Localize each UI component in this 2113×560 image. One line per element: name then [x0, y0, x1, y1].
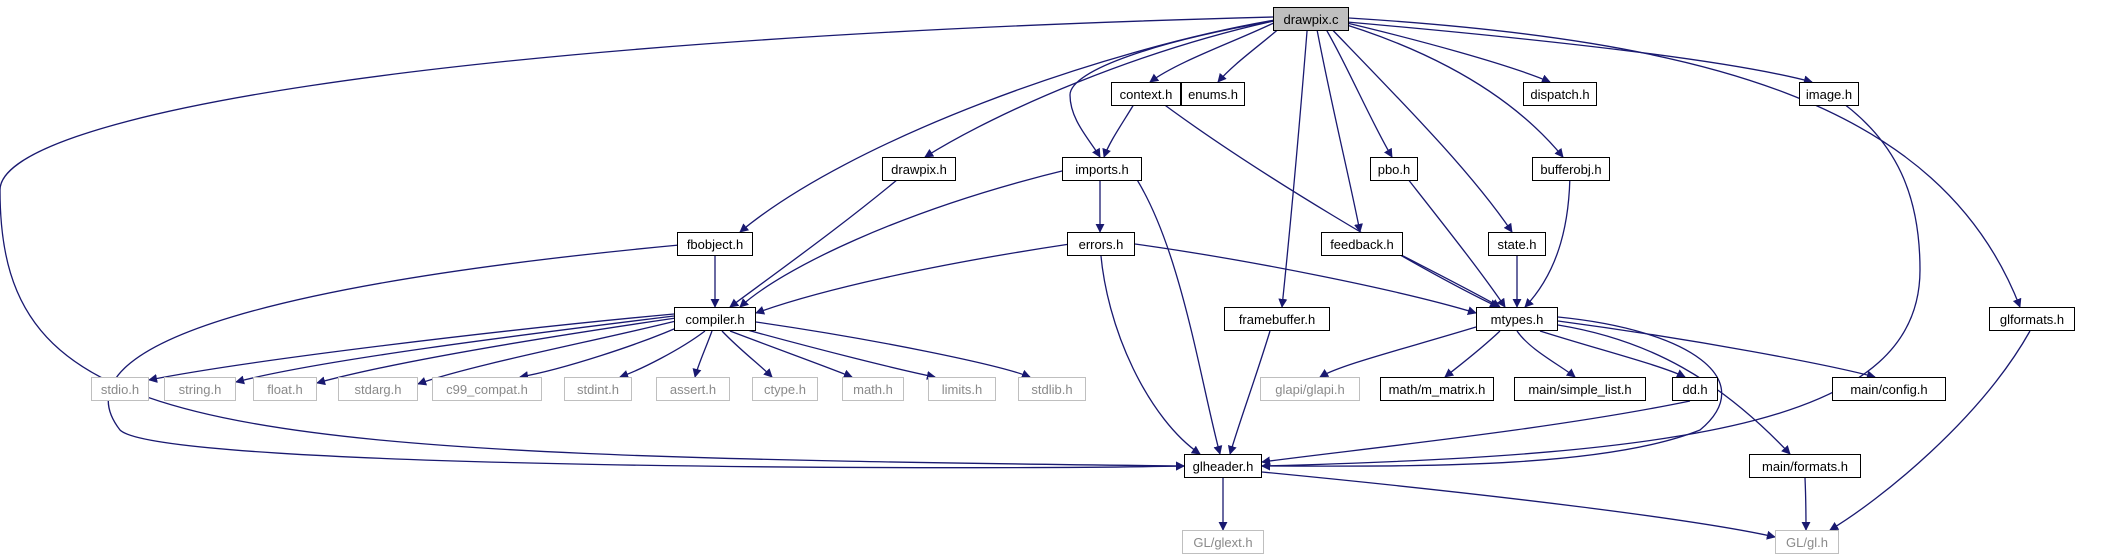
node-float-h: float.h	[253, 377, 317, 401]
node-glformats-h[interactable]: glformats.h	[1989, 307, 2075, 331]
node-dd-h[interactable]: dd.h	[1672, 377, 1718, 401]
edge-imports-h-to-glheader-h	[1129, 168, 1223, 455]
edge-drawpix-h-to-compiler-h	[729, 168, 911, 308]
node-assert-h: assert.h	[656, 377, 730, 401]
edge-mtypes-h-to-main-formats-h	[1557, 324, 1791, 455]
node-pbo-h[interactable]: pbo.h	[1370, 157, 1418, 181]
node-framebuffer-h[interactable]: framebuffer.h	[1224, 307, 1330, 331]
edge-glformats-h-to-gl-h	[1829, 330, 2031, 531]
node-glheader-h[interactable]: glheader.h	[1184, 454, 1262, 478]
edge-compiler-h-to-stdint-h	[619, 330, 706, 379]
edge-errors-h-to-glheader-h	[1099, 243, 1201, 455]
node-gl-gl-h: GL/gl.h	[1775, 530, 1839, 554]
edge-image-h-to-glheader-h	[1261, 93, 1921, 471]
edge-drawpix-c-to-framebuffer-h	[1278, 18, 1309, 308]
node-limits-h: limits.h	[928, 377, 996, 401]
edge-mtypes-h-to-dd-h	[1539, 330, 1686, 378]
edge-compiler-h-to-math-h	[729, 330, 853, 379]
node-m-matrix-h[interactable]: math/m_matrix.h	[1380, 377, 1494, 401]
node-imports-h[interactable]: imports.h	[1062, 157, 1142, 181]
edge-glheader-h-to-gl-h	[1261, 471, 1776, 540]
edge-drawpix-c-to-image-h	[1346, 21, 1813, 85]
edge-mtypes-h-to-m-matrix-h	[1444, 330, 1501, 378]
edge-compiler-h-to-assert-h	[692, 330, 713, 378]
node-main-config-h[interactable]: main/config.h	[1832, 377, 1946, 401]
edge-drawpix-c-to-bufferobj-h	[1326, 18, 1564, 158]
edge-drawpix-c-to-state-h	[1321, 18, 1513, 233]
edge-drawpix-c-to-fbobject-h	[739, 19, 1276, 233]
edge-compiler-h-to-ctype-h	[721, 330, 773, 378]
node-stdio-h: stdio.h	[91, 377, 149, 401]
edge-compiler-h-to-stdio-h	[148, 313, 675, 383]
edge-compiler-h-to-stdlib-h	[755, 321, 1031, 379]
edge-drawpix-c-to-glformats-h	[1348, 17, 2022, 308]
node-drawpix-c: drawpix.c	[1273, 7, 1349, 31]
node-drawpix-h[interactable]: drawpix.h	[882, 157, 956, 181]
node-stdarg-h: stdarg.h	[338, 377, 418, 401]
edge-fbobject-h-to-glheader-h	[107, 243, 1185, 471]
node-math-h: math.h	[842, 377, 904, 401]
edge-compiler-h-to-stdarg-h	[417, 319, 681, 386]
node-gl-glext-h: GL/glext.h	[1182, 530, 1264, 554]
node-c99-compat-h: c99_compat.h	[432, 377, 542, 401]
edge-compiler-h-to-string-h	[235, 315, 675, 385]
edge-compiler-h-to-float-h	[316, 317, 677, 386]
edge-drawpix-c-to-dispatch-h	[1329, 18, 1551, 83]
edge-drawpix-c-to-glheader-h	[0, 16, 1274, 471]
edge-mtypes-h-to-main-config-h	[1557, 320, 1876, 380]
node-stdlib-h: stdlib.h	[1018, 377, 1086, 401]
edge-dd-h-to-glheader-h	[1261, 400, 1691, 466]
edge-bufferobj-h-to-mtypes-h	[1524, 168, 1571, 308]
node-glapi-h: glapi/glapi.h	[1260, 377, 1360, 401]
edge-compiler-h-to-limits-h	[739, 327, 936, 380]
edge-context-h-to-mtypes-h	[1149, 93, 1499, 308]
node-string-h: string.h	[164, 377, 236, 401]
node-ctype-h: ctype.h	[752, 377, 818, 401]
edge-errors-h-to-mtypes-h	[1134, 243, 1477, 315]
edge-mtypes-h-to-glapi-h	[1319, 326, 1477, 378]
node-mtypes-h[interactable]: mtypes.h	[1476, 307, 1558, 331]
edge-drawpix-c-to-context-h	[1149, 18, 1283, 83]
edge-framebuffer-h-to-glheader-h	[1227, 330, 1271, 455]
edge-compiler-h-to-c99-compat-h	[519, 321, 691, 381]
node-compiler-h[interactable]: compiler.h	[674, 307, 756, 331]
node-context-h[interactable]: context.h	[1111, 82, 1181, 106]
edge-main-formats-h-to-gl-h	[1801, 477, 1811, 531]
edge-pbo-h-to-mtypes-h	[1399, 168, 1506, 308]
edge-drawpix-c-to-pbo-h	[1319, 18, 1393, 158]
edge-drawpix-c-to-feedback-h	[1314, 18, 1363, 233]
node-state-h[interactable]: state.h	[1488, 232, 1546, 256]
node-errors-h[interactable]: errors.h	[1067, 232, 1135, 256]
node-enums-h[interactable]: enums.h	[1181, 82, 1245, 106]
node-dispatch-h[interactable]: dispatch.h	[1523, 82, 1597, 106]
node-main-formats-h[interactable]: main/formats.h	[1749, 454, 1861, 478]
node-image-h[interactable]: image.h	[1799, 82, 1859, 106]
node-feedback-h[interactable]: feedback.h	[1321, 232, 1403, 256]
edge-errors-h-to-compiler-h	[755, 243, 1071, 315]
node-bufferobj-h[interactable]: bufferobj.h	[1532, 157, 1610, 181]
node-stdint-h: stdint.h	[564, 377, 632, 401]
edge-mtypes-h-to-simple-list-h	[1516, 330, 1576, 378]
node-fbobject-h[interactable]: fbobject.h	[677, 232, 753, 256]
node-simple-list-h[interactable]: main/simple_list.h	[1514, 377, 1646, 401]
edge-imports-h-to-compiler-h	[739, 168, 1071, 308]
